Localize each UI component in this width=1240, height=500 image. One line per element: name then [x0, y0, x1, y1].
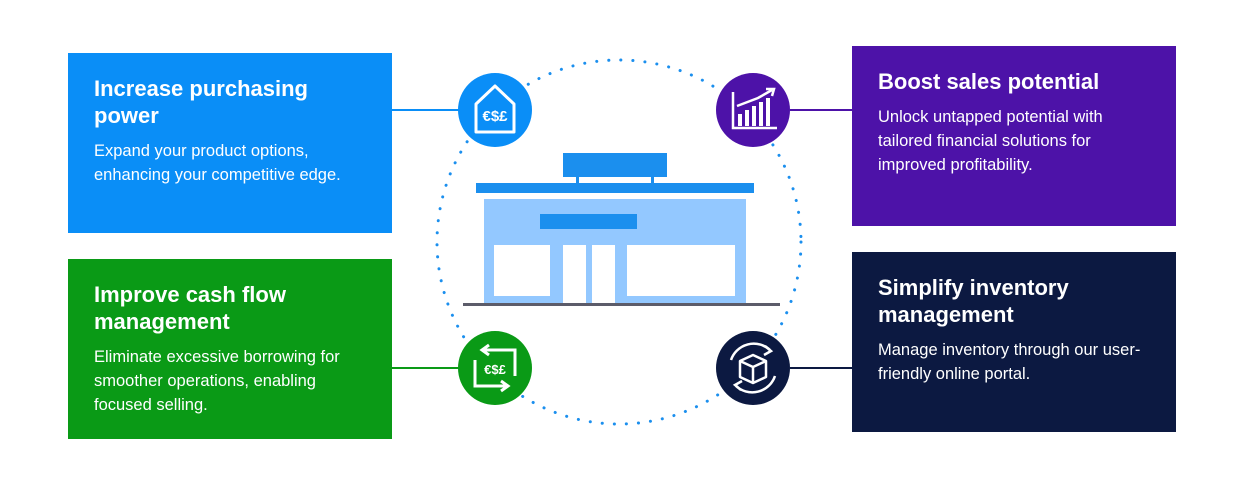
window-right	[627, 245, 735, 296]
card-body: Unlock untapped potential with tailored …	[878, 108, 1103, 174]
card-title: Improve cash flow management	[94, 282, 286, 334]
card-title: Simplify inventory management	[878, 275, 1069, 327]
storefront-icon	[463, 153, 780, 306]
card-sales-potential: Boost sales potential Unlock untapped po…	[852, 46, 1176, 226]
currency-exchange-icon: €$£	[458, 331, 532, 405]
store-roof	[476, 183, 754, 193]
currency-glyphs: €$£	[484, 362, 506, 377]
sign-post-left	[576, 176, 579, 184]
store-sign	[563, 153, 667, 177]
house-currency-icon: €$£	[458, 73, 532, 147]
card-body: Manage inventory through our user-friend…	[878, 341, 1141, 383]
door-left	[563, 245, 586, 303]
card-cash-flow: Improve cash flow management Eliminate e…	[68, 259, 392, 439]
card-title: Boost sales potential	[878, 69, 1100, 94]
card-body: Eliminate excessive borrowing for smooth…	[94, 348, 340, 414]
card-inventory: Simplify inventory management Manage inv…	[852, 252, 1176, 432]
dotted-ring	[435, 58, 803, 426]
sign-post-right	[651, 176, 654, 184]
card-purchasing-power: Increase purchasing power Expand your pr…	[68, 53, 392, 233]
card-title: Increase purchasing power	[94, 76, 308, 128]
growth-chart-icon	[716, 73, 790, 147]
door-right	[592, 245, 615, 303]
window-left	[494, 245, 550, 296]
store-ground	[463, 303, 780, 306]
currency-glyphs: €$£	[482, 108, 508, 125]
box-cycle-icon	[716, 331, 790, 405]
store-banner	[540, 214, 637, 229]
card-body: Expand your product options, enhancing y…	[94, 142, 341, 184]
